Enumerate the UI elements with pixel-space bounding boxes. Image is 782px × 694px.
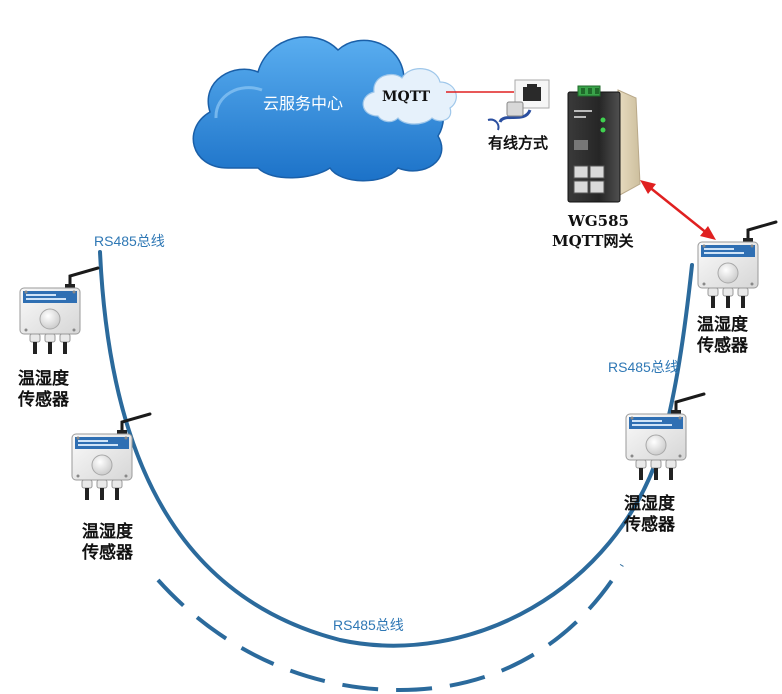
bus-label-bottom: RS485总线 (333, 617, 404, 633)
ethernet-cable-icon (487, 101, 532, 131)
sensor-label-line1: 温湿度 (18, 368, 70, 389)
bus-label-left: RS485总线 (94, 233, 165, 249)
bus-line-main (98, 250, 694, 648)
sensor-label-line1: 温湿度 (624, 493, 676, 514)
wired-label: 有线方式 (488, 134, 548, 152)
bus-line-dashed (156, 563, 624, 693)
rs485-bus (98, 250, 694, 693)
mqtt-gateway: WG585 MQTT网关 (552, 85, 641, 250)
sensor-left-top: 温湿度 传感器 (17, 266, 100, 410)
sensor-right-top: 温湿度 传感器 (696, 220, 778, 356)
sensor-right-bottom: 温湿度 传感器 (623, 392, 706, 535)
sensor-label-line1: 温湿度 (697, 314, 749, 335)
gateway-model: WG585 (567, 212, 629, 230)
sensor-device-icon (18, 266, 100, 356)
gateway-sensor-link (640, 180, 716, 240)
sensor-label-line1: 温湿度 (82, 521, 134, 542)
sensor-label-line2: 传感器 (17, 389, 70, 410)
sensor-left-bottom: 温湿度 传感器 (70, 412, 152, 563)
mqtt-label: MQTT (382, 89, 431, 105)
sensor-label-line2: 传感器 (81, 542, 134, 563)
gateway-router-icon (567, 85, 641, 203)
wired-connection: 有线方式 (487, 79, 550, 152)
bus-label-right: RS485总线 (608, 359, 679, 375)
sensor-device-icon (624, 392, 706, 482)
arrow-head-down-icon (700, 226, 716, 240)
gateway-name: MQTT网关 (552, 232, 633, 250)
cloud-title: 云服务中心 (263, 94, 343, 113)
cloud-service-center: 云服务中心 MQTT (192, 36, 457, 182)
sensor-label-line2: 传感器 (696, 335, 749, 356)
arrow-head-up-icon (640, 180, 656, 194)
sensor-label-line2: 传感器 (623, 514, 676, 535)
